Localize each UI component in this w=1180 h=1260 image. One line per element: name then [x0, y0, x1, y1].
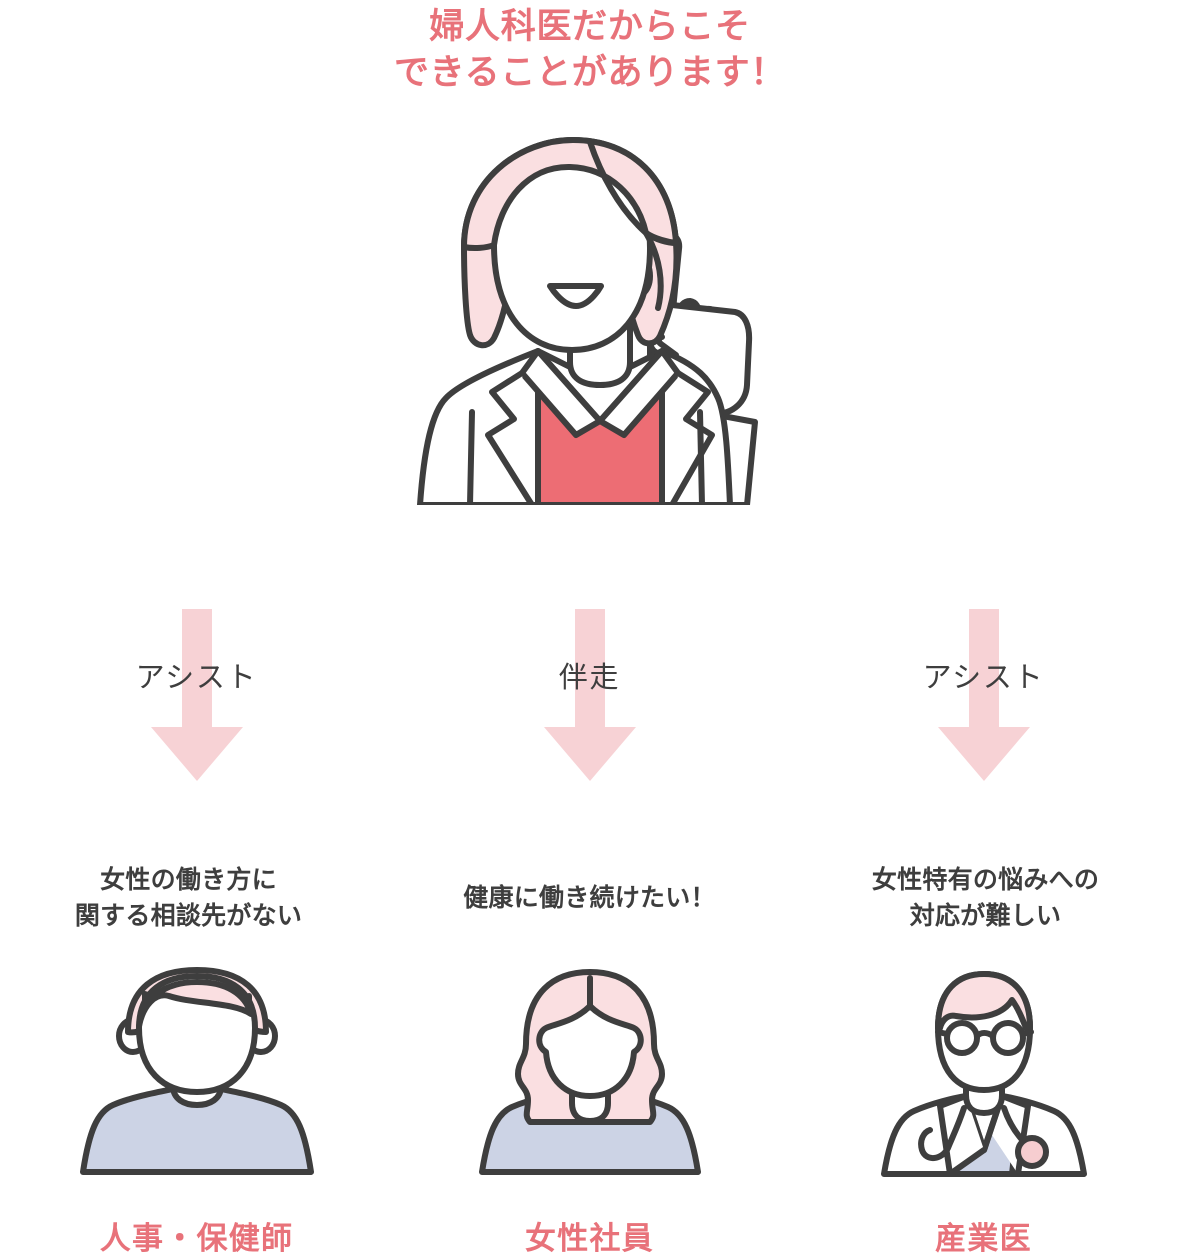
arrow-label-assist-right: アシスト: [922, 662, 1045, 694]
female-employee-avatar: [466, 962, 714, 1210]
down-arrow-icon: [540, 609, 640, 784]
arrow-row: アシスト 伴走 アシスト: [0, 605, 1180, 790]
down-arrow-icon: [147, 609, 247, 784]
person-label-occupational-physician: 産業医: [935, 1221, 1032, 1256]
caption-line-2: 関する相談先がない: [74, 902, 303, 930]
caption-line-1: 健康に働き続けたい！: [463, 884, 716, 912]
person-label-female-employee: 女性社員: [525, 1221, 654, 1256]
person-column-occupational-physician: 産業医: [787, 962, 1180, 1260]
person-label-hr-nurse: 人事・保健師: [99, 1221, 294, 1256]
arrow-column-3: アシスト: [787, 605, 1180, 790]
page-title: 婦人科医だからこそ できることがあります！: [0, 0, 1180, 96]
hr-nurse-avatar: [73, 962, 321, 1210]
caption-occupational-physician: 女性特有の悩みへの 対応が難しい: [789, 862, 1180, 934]
down-arrow-icon: [934, 609, 1034, 784]
caption-female-employee: 健康に働き続けたい！: [393, 862, 786, 916]
arrow-label-bansou-center: 伴走: [558, 662, 621, 694]
arrow-column-2: 伴走: [393, 605, 786, 790]
caption-line-1: 女性特有の悩みへの: [871, 866, 1100, 894]
arrow-label-assist-left: アシスト: [135, 662, 258, 694]
gynecologist-illustration: [410, 130, 790, 505]
caption-line-2: 対応が難しい: [909, 902, 1062, 930]
occupational-physician-avatar: [860, 962, 1108, 1210]
caption-hr-nurse: 女性の働き方に 関する相談先がない: [0, 862, 385, 934]
person-column-hr-nurse: 人事・保健師: [0, 962, 393, 1260]
page-title-line-1: 婦人科医だからこそ: [429, 7, 751, 46]
caption-row: 女性の働き方に 関する相談先がない 健康に働き続けたい！ 女性特有の悩みへの 対…: [0, 862, 1180, 952]
person-row: 人事・保健師 女性社員: [0, 962, 1180, 1260]
person-column-female-employee: 女性社員: [393, 962, 786, 1260]
caption-line-1: 女性の働き方に: [100, 866, 277, 894]
arrow-column-1: アシスト: [0, 605, 393, 790]
page-title-line-2: できることがあります！: [393, 53, 786, 92]
